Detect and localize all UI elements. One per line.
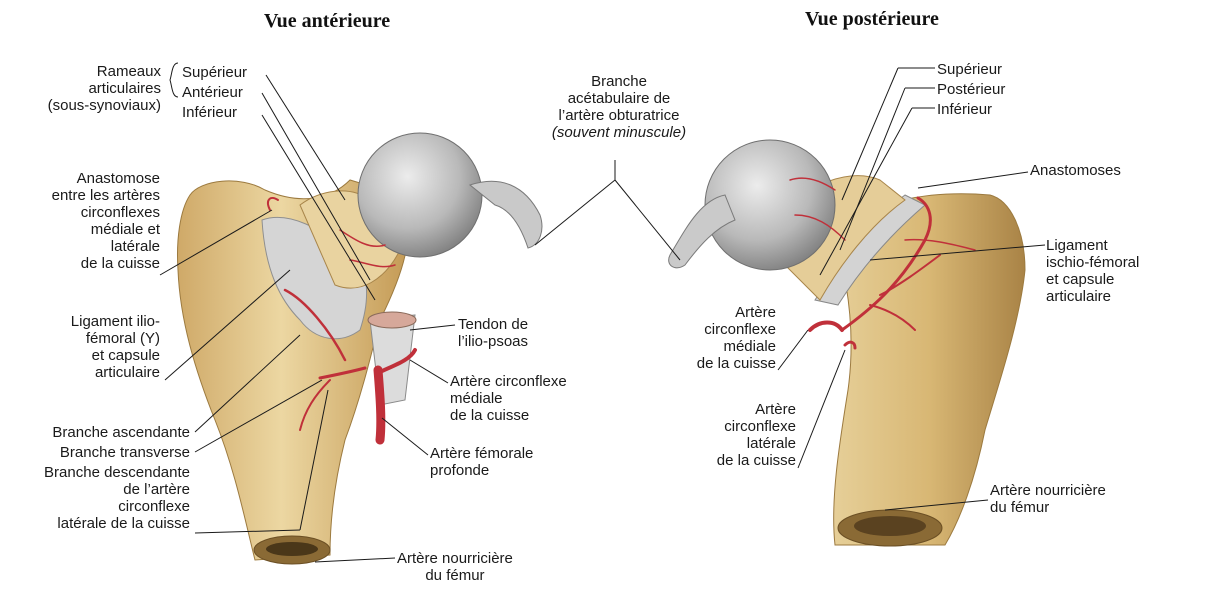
label-circonflexe-laterale-posterior: Artère circonflexe latérale de la cuisse <box>717 401 796 469</box>
label-line: profonde <box>430 462 533 479</box>
label-line: Artère <box>717 401 796 418</box>
label-line: articulaire <box>1046 288 1139 305</box>
label-line: ischio-fémoral <box>1046 254 1139 271</box>
label-line: de la cuisse <box>52 255 160 272</box>
anterior-view-title: Vue antérieure <box>264 10 390 33</box>
label-line: Artère nourricière <box>397 550 513 567</box>
label-anastomose: Anastomose entre les artères circonflexe… <box>52 170 160 272</box>
label-line: de l’artère <box>44 481 190 498</box>
label-rameaux-items: Supérieur Antérieur Inférieur <box>182 63 247 123</box>
label-line: Artère <box>697 304 776 321</box>
label-nourriciere-posterior: Artère nourricière du fémur <box>990 482 1106 516</box>
label-anastomoses: Anastomoses <box>1030 162 1121 179</box>
label-rameaux-articulaires: Rameaux articulaires (sous-synoviaux) <box>48 63 161 114</box>
label-line: Ligament <box>1046 237 1139 254</box>
label-branche-ascendante: Branche ascendante <box>52 424 190 441</box>
label-line: et capsule <box>1046 271 1139 288</box>
label-anterieur: Antérieur <box>182 83 247 103</box>
label-line: acétabulaire de <box>534 90 704 107</box>
label-line: et capsule <box>71 347 160 364</box>
label-line: Branche descendante <box>44 464 190 481</box>
label-line: circonflexes <box>52 204 160 221</box>
label-line: Branche <box>534 73 704 90</box>
label-superieur: Supérieur <box>182 63 247 83</box>
label-line: circonflexe <box>717 418 796 435</box>
label-line: médiale <box>450 390 567 407</box>
label-line: latérale <box>717 435 796 452</box>
label-line: (sous-synoviaux) <box>48 97 161 114</box>
label-line: articulaires <box>48 80 161 97</box>
label-ligament-ilio-femoral: Ligament ilio- fémoral (Y) et capsule ar… <box>71 313 160 381</box>
label-line: médiale <box>697 338 776 355</box>
label-line: circonflexe <box>44 498 190 515</box>
label-branche-acetabulaire: Branche acétabulaire de l’artère obturat… <box>534 73 704 141</box>
label-line: latérale <box>52 238 160 255</box>
label-circonflexe-mediale-anterior: Artère circonflexe médiale de la cuisse <box>450 373 567 424</box>
label-line: Artère nourricière <box>990 482 1106 499</box>
posterior-view-title: Vue postérieure <box>805 8 939 31</box>
label-line: Artère circonflexe <box>450 373 567 390</box>
label-line: Rameaux <box>48 63 161 80</box>
label-posterieur: Postérieur <box>937 80 1005 100</box>
label-line: circonflexe <box>697 321 776 338</box>
label-branche-descendante: Branche descendante de l’artère circonfl… <box>44 464 190 532</box>
label-line: de la cuisse <box>717 452 796 469</box>
label-line: (souvent minuscule) <box>534 124 704 141</box>
label-superieur-posterior: Supérieur <box>937 60 1005 80</box>
label-line: l’artère obturatrice <box>534 107 704 124</box>
label-line: Ligament ilio- <box>71 313 160 330</box>
label-posterior-items: Supérieur Postérieur Inférieur <box>937 60 1005 120</box>
label-line: Tendon de <box>458 316 528 333</box>
label-line: Artère fémorale <box>430 445 533 462</box>
label-line: fémoral (Y) <box>71 330 160 347</box>
label-line: l’ilio-psoas <box>458 333 528 350</box>
label-line: entre les artères <box>52 187 160 204</box>
label-inferieur-posterior: Inférieur <box>937 100 1005 120</box>
label-inferieur: Inférieur <box>182 103 247 123</box>
label-circonflexe-mediale-posterior: Artère circonflexe médiale de la cuisse <box>697 304 776 372</box>
label-line: du fémur <box>990 499 1106 516</box>
label-line: du fémur <box>397 567 513 584</box>
label-nourriciere-anterior: Artère nourricière du fémur <box>397 550 513 584</box>
label-line: de la cuisse <box>697 355 776 372</box>
label-line: médiale et <box>52 221 160 238</box>
label-branche-transverse: Branche transverse <box>60 444 190 461</box>
label-line: de la cuisse <box>450 407 567 424</box>
label-femorale-profonde: Artère fémorale profonde <box>430 445 533 479</box>
label-line: articulaire <box>71 364 160 381</box>
label-tendon-ilio-psoas: Tendon de l’ilio-psoas <box>458 316 528 350</box>
label-line: Anastomose <box>52 170 160 187</box>
label-ligament-ischio-femoral: Ligament ischio-fémoral et capsule artic… <box>1046 237 1139 305</box>
label-line: latérale de la cuisse <box>44 515 190 532</box>
